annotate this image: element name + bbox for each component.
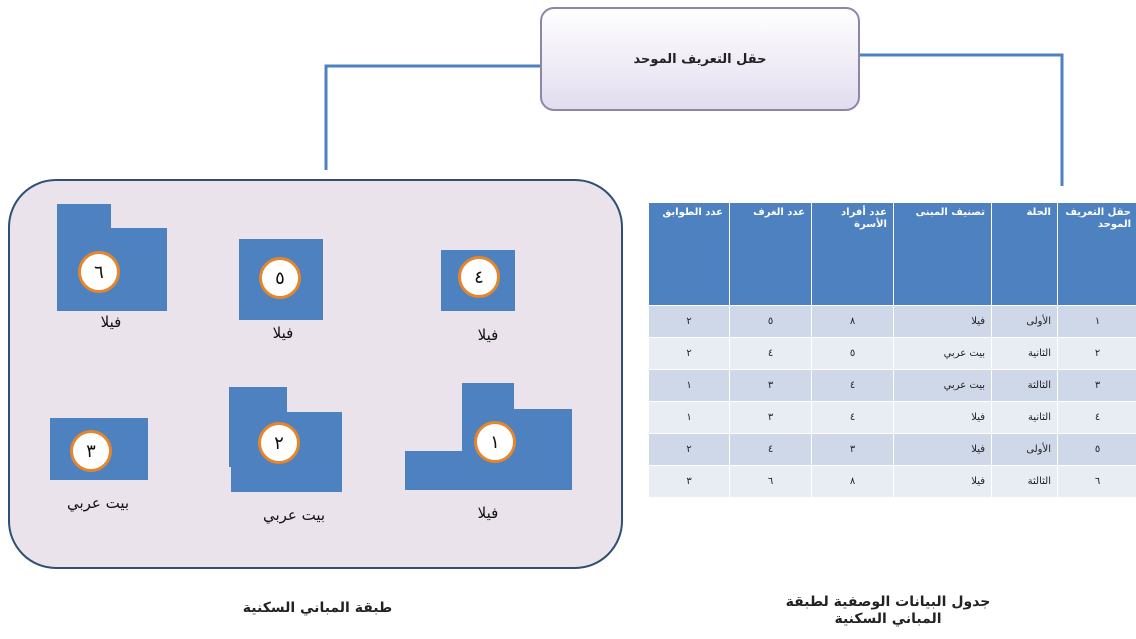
attribute-table: حقل التعريف الموحد الحلة تصنيف المبنى عد… [648, 202, 1136, 498]
table-cell: ٢ [648, 305, 730, 338]
table-caption: جدول البيانات الوصفية لطبقة المباني السك… [785, 594, 991, 627]
connector-left [324, 64, 542, 170]
building-label: فيلا [477, 326, 499, 344]
table-cell: الثالثة [991, 369, 1058, 402]
table-cell: ٥ [811, 337, 894, 370]
table-cell: ٣ [729, 369, 812, 402]
table-row: ٤ الثانية فيلا ٤ ٣ ١ [648, 401, 1136, 434]
building-label: فيلا [272, 324, 294, 342]
table-row: ٢ الثانية بيت عربي ٥ ٤ ٢ [648, 337, 1136, 370]
building-number-circle: ٤ [458, 256, 500, 298]
building-label: بيت عربي [66, 494, 130, 512]
table-cell: فيلا [893, 465, 992, 498]
header-floors: عدد الطوابق [648, 202, 730, 306]
table-cell: ٣ [729, 401, 812, 434]
table-header-row: حقل التعريف الموحد الحلة تصنيف المبنى عد… [648, 202, 1136, 306]
table-cell: ١ [648, 369, 730, 402]
building-label: بيت عربي [262, 506, 326, 524]
table-cell: ٦ [1057, 465, 1136, 498]
building-shape [405, 451, 467, 490]
unified-id-box: حقل التعريف الموحد [540, 7, 860, 111]
table-cell: ٢ [648, 337, 730, 370]
header-unified-id: حقل التعريف الموحد [1057, 202, 1136, 306]
building-number-circle: ٥ [259, 257, 301, 299]
table-cell: ٤ [811, 369, 894, 402]
table-cell: الثانية [991, 401, 1058, 434]
table-cell: ٨ [811, 465, 894, 498]
connector-right [858, 53, 1064, 186]
table-cell: الأولى [991, 433, 1058, 466]
table-cell: ٣ [1057, 369, 1136, 402]
table-cell: ٤ [1057, 401, 1136, 434]
table-cell: بيت عربي [893, 337, 992, 370]
layer-caption: طبقة المباني السكنية [242, 600, 393, 616]
header-family-members: عدد أفراد الأسرة [811, 202, 894, 306]
header-rooms: عدد الغرف [729, 202, 812, 306]
table-cell: ٣ [811, 433, 894, 466]
table-cell: ٣ [648, 465, 730, 498]
table-cell: ٨ [811, 305, 894, 338]
building-number-circle: ٦ [78, 251, 120, 293]
header-district: الحلة [991, 202, 1058, 306]
table-cell: ٢ [648, 433, 730, 466]
table-cell: فيلا [893, 401, 992, 434]
building-number-circle: ٣ [70, 430, 112, 472]
unified-id-label: حقل التعريف الموحد [633, 51, 767, 67]
table-cell: فيلا [893, 305, 992, 338]
table-cell: ٦ [729, 465, 812, 498]
building-number-circle: ١ [474, 421, 516, 463]
table-cell: ٥ [729, 305, 812, 338]
building-number-circle: ٢ [258, 422, 300, 464]
table-cell: الأولى [991, 305, 1058, 338]
table-cell: ٢ [1057, 337, 1136, 370]
table-cell: ١ [1057, 305, 1136, 338]
building-label: فيلا [100, 313, 122, 331]
table-cell: الثالثة [991, 465, 1058, 498]
table-cell: ٤ [729, 433, 812, 466]
table-cell: ٥ [1057, 433, 1136, 466]
table-cell: بيت عربي [893, 369, 992, 402]
table-row: ١ الأولى فيلا ٨ ٥ ٢ [648, 305, 1136, 338]
building-shape [462, 383, 514, 413]
building-shape [57, 204, 111, 229]
table-cell: ٤ [729, 337, 812, 370]
table-row: ٦ الثالثة فيلا ٨ ٦ ٣ [648, 465, 1136, 498]
table-cell: ١ [648, 401, 730, 434]
table-cell: ٤ [811, 401, 894, 434]
table-row: ٥ الأولى فيلا ٣ ٤ ٢ [648, 433, 1136, 466]
table-cell: فيلا [893, 433, 992, 466]
table-cell: الثانية [991, 337, 1058, 370]
building-label: فيلا [477, 504, 499, 522]
table-row: ٣ الثالثة بيت عربي ٤ ٣ ١ [648, 369, 1136, 402]
header-building-type: تصنيف المبنى [893, 202, 992, 306]
